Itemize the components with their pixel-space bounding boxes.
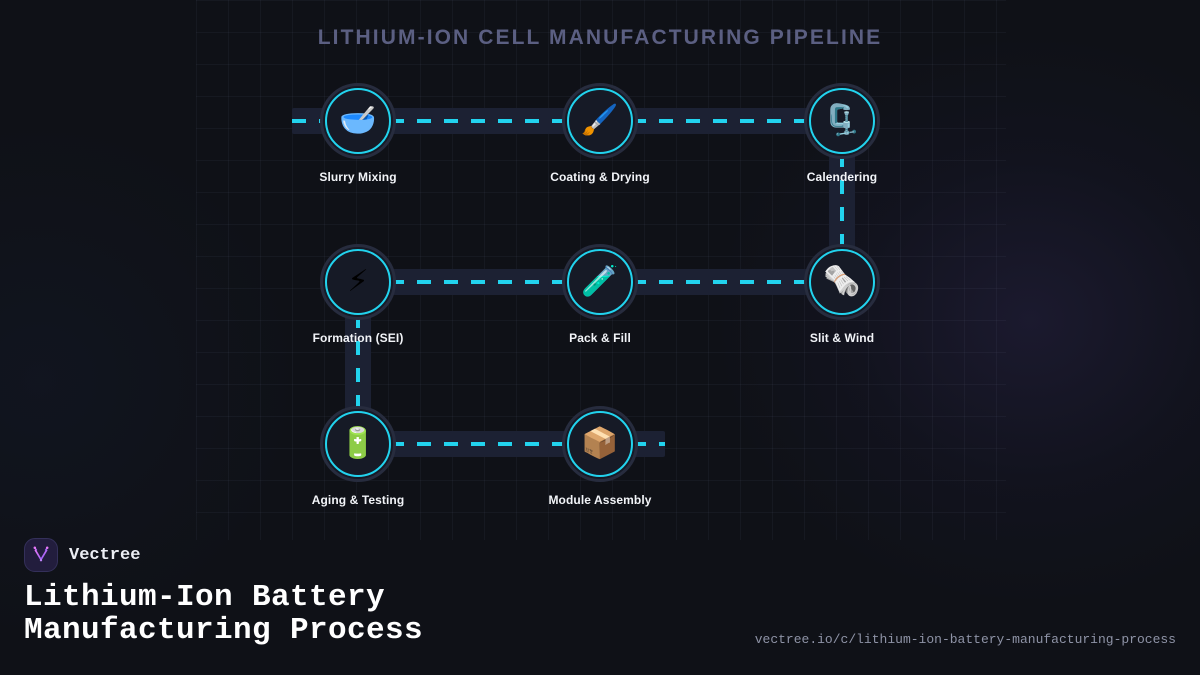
connector-dashed-line: [840, 153, 844, 251]
brand-row: Vectree: [24, 538, 140, 572]
vectree-branch-logo-icon: [24, 538, 58, 572]
connector-dashed-line: [632, 119, 812, 123]
clamp-icon: 🗜️: [823, 103, 861, 138]
node-label-slit-wind: Slit & Wind: [809, 331, 875, 345]
footer-title-line-2: Manufacturing Process: [24, 613, 424, 649]
connector-slurry-to-coating: [390, 108, 570, 134]
connector-coating-to-calendering: [632, 108, 812, 134]
pipeline-node-formation-sei[interactable]: ⚡: [320, 244, 396, 320]
node-label-calendering: Calendering: [806, 170, 878, 184]
connector-pack-to-formation: [390, 269, 570, 295]
battery-icon: 🔋: [339, 426, 377, 461]
rolled-newspaper-icon: 🗞️: [823, 264, 861, 299]
connector-formation-to-aging: [345, 314, 371, 414]
pipeline-node-aging-testing[interactable]: 🔋: [320, 406, 396, 482]
node-label-pack-fill: Pack & Fill: [569, 331, 631, 345]
high-voltage-icon: ⚡: [347, 264, 369, 299]
connector-dashed-line: [390, 442, 570, 446]
connector-dashed-line: [632, 280, 812, 284]
node-accent-ring: [567, 249, 633, 315]
node-accent-ring: [567, 411, 633, 477]
connector-dashed-line: [356, 314, 360, 414]
connector-dashed-line: [390, 280, 570, 284]
node-accent-ring: [809, 249, 875, 315]
connector-calendering-to-slit: [829, 153, 855, 251]
node-label-slurry-mixing: Slurry Mixing: [319, 170, 397, 184]
brand-name: Vectree: [69, 545, 141, 565]
connector-slit-to-pack: [632, 269, 812, 295]
node-label-formation-sei: Formation (SEI): [312, 331, 404, 345]
connector-dashed-line: [632, 442, 665, 446]
connector-aging-to-module: [390, 431, 570, 457]
page-title: LITHIUM-ION CELL MANUFACTURING PIPELINE: [317, 26, 883, 49]
footer-title: Lithium-Ion Battery Manufacturing Proces…: [24, 581, 423, 648]
pipeline-node-coating-drying[interactable]: 🖌️: [562, 83, 638, 159]
node-accent-ring: [567, 88, 633, 154]
footer-title-line-1: Lithium-Ion Battery: [24, 580, 386, 615]
pipeline-node-module-assembly[interactable]: 📦: [562, 406, 638, 482]
pipeline-node-calendering[interactable]: 🗜️: [804, 83, 880, 159]
paintbrush-icon: 🖌️: [581, 103, 619, 138]
test-tube-icon: 🧪: [581, 264, 619, 299]
node-accent-ring: [325, 411, 391, 477]
node-label-coating-drying: Coating & Drying: [550, 170, 650, 184]
node-accent-ring: [325, 249, 391, 315]
package-box-icon: 📦: [581, 426, 619, 461]
connector-dashed-line: [390, 119, 570, 123]
node-label-aging-testing: Aging & Testing: [311, 493, 405, 507]
node-label-module-assembly: Module Assembly: [548, 493, 652, 507]
connector-dashed-line: [292, 119, 326, 123]
node-accent-ring: [325, 88, 391, 154]
pipeline-node-slit-wind[interactable]: 🗞️: [804, 244, 880, 320]
pipeline-node-pack-fill[interactable]: 🧪: [562, 244, 638, 320]
pipeline-node-slurry-mixing[interactable]: 🥣: [320, 83, 396, 159]
footer-url: vectree.io/c/lithium-ion-battery-manufac…: [754, 632, 1176, 647]
footer: Vectree Lithium-Ion Battery Manufacturin…: [0, 525, 1200, 675]
bowl-with-spoon-icon: 🥣: [339, 103, 377, 138]
node-accent-ring: [809, 88, 875, 154]
